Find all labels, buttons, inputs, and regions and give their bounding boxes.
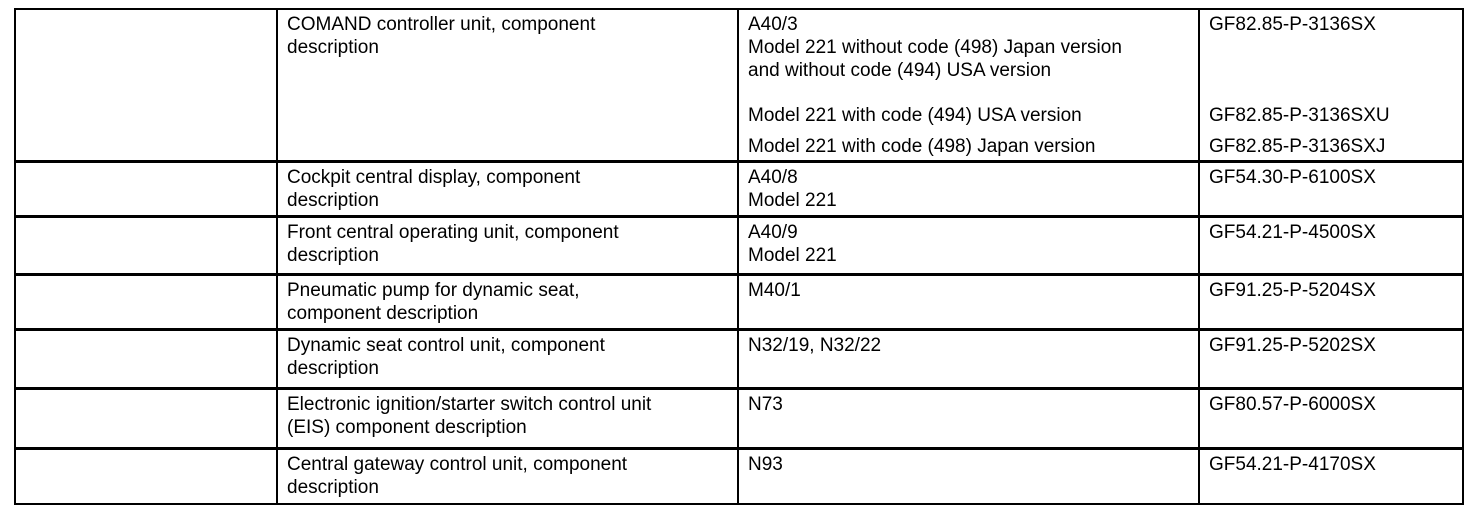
document-code-cell: GF91.25-P-5202SX [1198,328,1464,390]
table-row: Cockpit central display, component descr… [14,160,1464,218]
component-id-cell: N93 [737,447,1200,505]
component-description-cell: Electronic ignition/starter switch contr… [276,387,739,450]
empty-cell [14,273,278,331]
document-code-cell: GF54.21-P-4170SX [1198,447,1464,505]
component-id-cell: N32/19, N32/22 [737,328,1200,390]
table-row: COMAND controller unit, component descri… [14,8,1464,163]
component-id-cell: A40/3 Model 221 without code (498) Japan… [737,8,1200,98]
component-id-cell: A40/9 Model 221 [737,215,1200,276]
component-description-table: COMAND controller unit, component descri… [14,8,1464,505]
empty-cell [14,328,278,390]
component-description-cell: COMAND controller unit, component descri… [276,8,739,163]
empty-cell [14,8,278,163]
table-row: Electronic ignition/starter switch contr… [14,387,1464,450]
table-row: Central gateway control unit, component … [14,447,1464,505]
component-description-cell: Pneumatic pump for dynamic seat, compone… [276,273,739,331]
document-code-cell: GF80.57-P-6000SX [1198,387,1464,450]
table-subrow: Model 221 with code (498) Japan version … [15,129,1464,163]
empty-cell [14,160,278,218]
component-description-cell: Central gateway control unit, component … [276,447,739,505]
document-code-cell: GF54.30-P-6100SX [1198,160,1464,218]
component-id-cell: A40/8 Model 221 [737,160,1200,218]
component-description-cell: Dynamic seat control unit, component des… [276,328,739,390]
document-code-cell: GF82.85-P-3136SXU [1198,98,1464,129]
component-id-cell: N73 [737,387,1200,450]
document-code-cell: GF54.21-P-4500SX [1198,215,1464,276]
component-id-cell: Model 221 with code (498) Japan version [737,129,1200,163]
document-code-cell: GF82.85-P-3136SXJ [1198,129,1464,163]
table-subrow: Model 221 with code (494) USA version GF… [15,98,1464,129]
table-row: Front central operating unit, component … [14,215,1464,276]
table-row: Pneumatic pump for dynamic seat, compone… [14,273,1464,331]
document-code-cell: GF82.85-P-3136SX [1198,8,1464,98]
empty-cell [14,447,278,505]
component-description-cell: Front central operating unit, component … [276,215,739,276]
component-description-cell: Cockpit central display, component descr… [276,160,739,218]
document-code-cell: GF91.25-P-5204SX [1198,273,1464,331]
component-id-cell: M40/1 [737,273,1200,331]
empty-cell [14,215,278,276]
table-row: Dynamic seat control unit, component des… [14,328,1464,390]
component-id-cell: Model 221 with code (494) USA version [737,98,1200,129]
empty-cell [14,387,278,450]
